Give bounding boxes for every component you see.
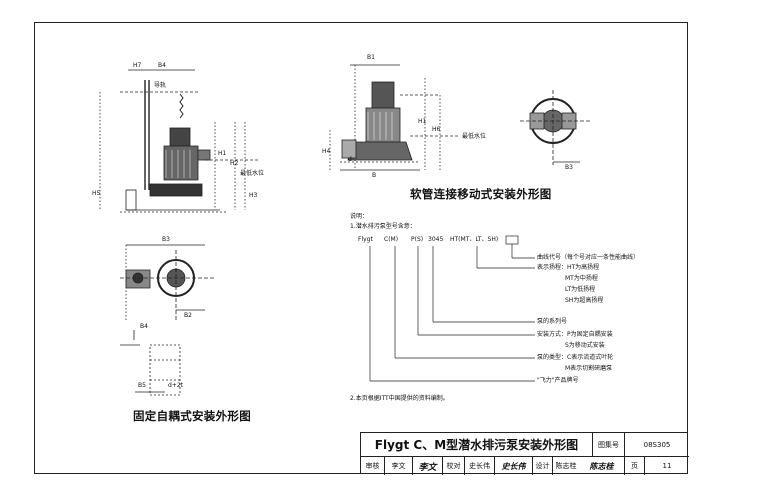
checker-name: 史长伟 xyxy=(465,457,495,475)
title-block: Flygt C、M型潜水排污泵安装外形图 图集号 08S305 审核 李文 李文… xyxy=(360,432,689,475)
portable-pump-plan xyxy=(520,90,590,165)
label-lowest-level-left: 最低水位 xyxy=(240,170,265,177)
dim-B3-left: B3 xyxy=(162,236,170,243)
dim-B: B xyxy=(372,172,377,179)
caption-portable-installation: 软管连接移动式安装外形图 xyxy=(410,187,552,201)
atlas-label: 图集号 xyxy=(593,433,625,457)
notes-item-2: 2.本页根据ITT中国提供的资料编制。 xyxy=(350,395,449,402)
model-code-head: HT(MT、LT、SH) xyxy=(450,236,499,243)
reviewer-name: 李文 xyxy=(385,457,413,475)
dim-H5: H5 xyxy=(92,190,101,197)
legend-item: MT为中扬程 xyxy=(565,275,598,282)
legend-item: 泵的类型：C表示流道式叶轮 xyxy=(537,354,614,361)
atlas-number: 08S305 xyxy=(625,433,689,457)
drawing-sheet xyxy=(34,22,688,474)
dim-d-plus: d+2t xyxy=(168,382,184,389)
dim-B5: B5 xyxy=(138,382,146,389)
label-guide-rail: 导轨 xyxy=(154,82,167,89)
dim-B4-plan: B4 xyxy=(140,323,148,330)
model-code-leaders xyxy=(369,235,535,382)
page-label: 页 xyxy=(625,457,645,475)
legend-item: 曲线代号（每个号对应一条性能曲线） xyxy=(537,254,640,261)
review-label: 审核 xyxy=(361,457,385,475)
reviewer-signature: 李文 xyxy=(413,457,443,475)
label-lowest-level-right: 最低水位 xyxy=(462,133,487,140)
legend-item: S为移动式安装 xyxy=(565,342,605,349)
dim-H2: H2 xyxy=(230,160,239,167)
designer-signature: 陈志桂 xyxy=(579,457,625,475)
dim-B2-left: B2 xyxy=(184,312,192,319)
legend-item: M表示切割研磨泵 xyxy=(565,365,613,372)
notes-heading: 说明： xyxy=(350,213,369,220)
check-label: 校对 xyxy=(443,457,465,475)
dim-B4: B4 xyxy=(158,62,166,69)
model-code-install: P(S) xyxy=(411,236,424,243)
checker-signature: 史长伟 xyxy=(495,457,533,475)
fixed-pump-plan xyxy=(120,244,215,396)
dim-B1: B1 xyxy=(367,54,375,61)
model-code-brand: Flygt xyxy=(358,236,373,243)
designer-name: 陈志桂 xyxy=(555,462,577,470)
legend-item: "飞力"产品牌号 xyxy=(537,377,579,384)
caption-fixed-installation: 固定自耦式安装外形图 xyxy=(133,409,251,423)
dim-H6: H6 xyxy=(432,126,441,133)
portable-pump-elevation xyxy=(329,64,460,171)
legend-item: SH为超高扬程 xyxy=(565,297,604,304)
dim-B3-right: B3 xyxy=(565,164,573,171)
fixed-pump-elevation xyxy=(99,69,260,213)
legend-item: 泵的系列号 xyxy=(537,318,568,325)
design-label: 设计 xyxy=(533,457,553,475)
dim-H3: H3 xyxy=(249,192,258,199)
dim-H1-right: H1 xyxy=(418,118,427,125)
legend-item: 表示扬程：HT为高扬程 xyxy=(537,264,600,271)
dim-H1: H1 xyxy=(218,150,227,157)
page-number: 11 xyxy=(662,462,672,470)
model-code-series: 3045 xyxy=(428,236,444,243)
legend-item: 安装方式：P为固定自耦安装 xyxy=(537,331,613,338)
drawing-title: Flygt C、M型潜水排污泵安装外形图 xyxy=(361,433,593,457)
model-code-type: C(M) xyxy=(384,236,399,243)
notes-item-1: 1.潜水排污泵型号含意： xyxy=(350,223,416,230)
dim-H7: H7 xyxy=(133,62,142,69)
legend-item: LT为低扬程 xyxy=(565,286,596,293)
dim-H4: H4 xyxy=(322,148,331,155)
dim-d: d xyxy=(348,156,352,163)
